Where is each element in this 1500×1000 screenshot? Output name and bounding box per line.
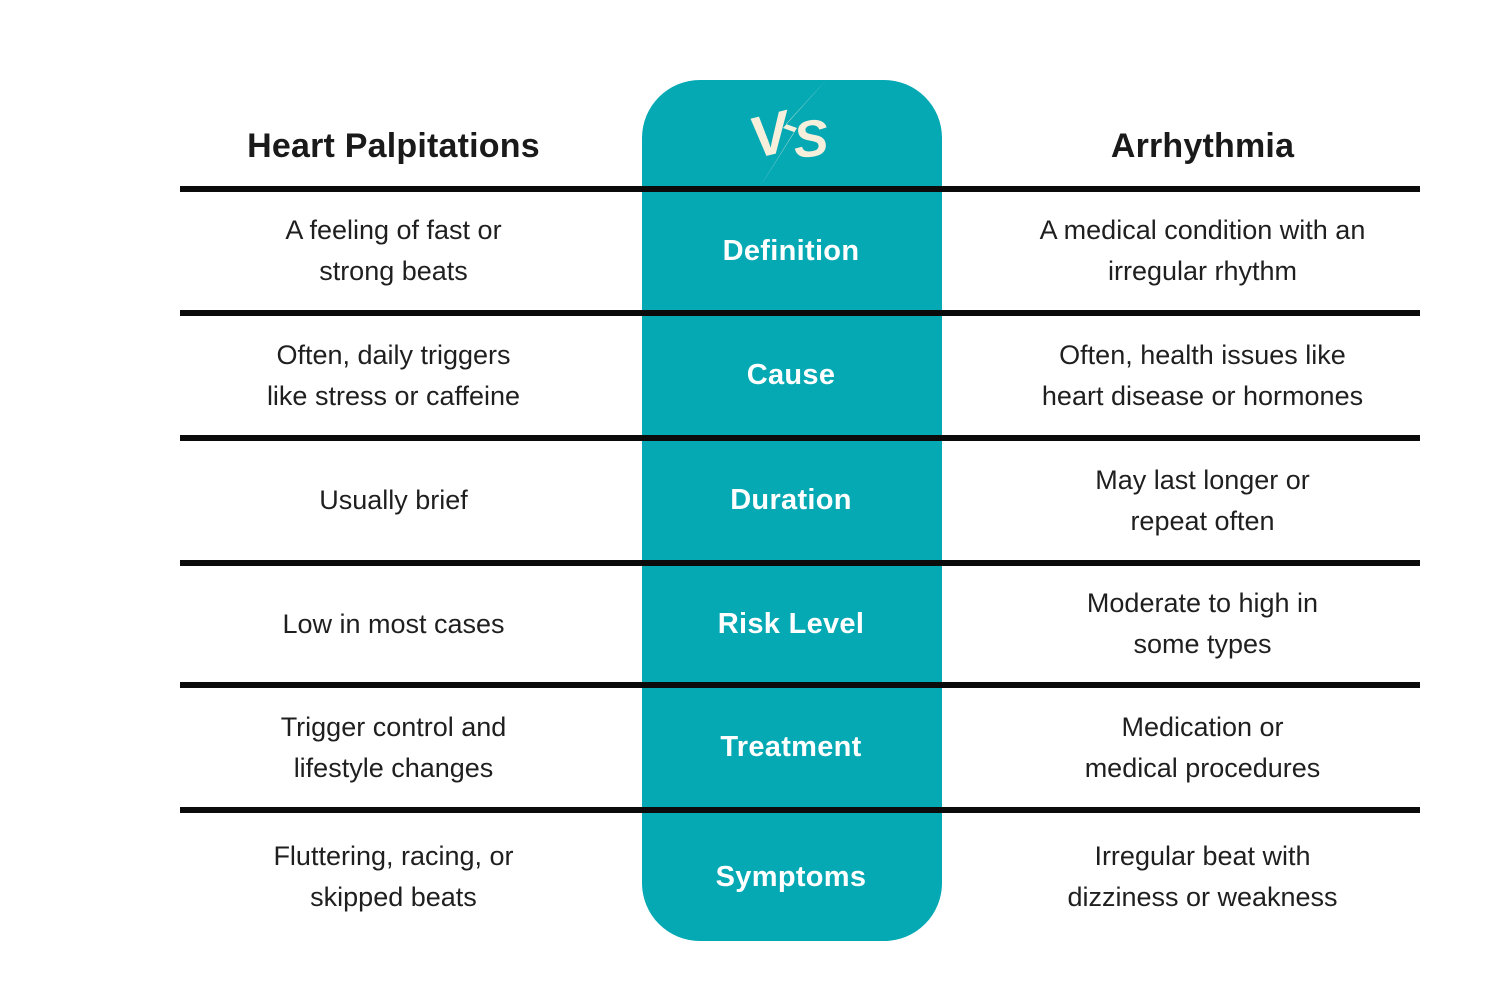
comparison-cell-right: Irregular beat with dizziness or weaknes…	[1067, 841, 1338, 912]
table-row-risk-level: Low in most cases Risk Level Moderate to…	[180, 560, 1420, 682]
left-column-header: Heart Palpitations	[247, 127, 540, 165]
comparison-cell-left: A feeling of fast or strong beats	[285, 215, 502, 286]
category-label: Cause	[746, 359, 836, 391]
comparison-table: Heart Palpitations Arrhythmia A feeling …	[180, 0, 1420, 941]
vs-letters: V S	[743, 98, 831, 171]
comparison-cell-left: Often, daily triggers like stress or caf…	[266, 339, 521, 411]
vs-letter-s: S	[791, 109, 831, 170]
comparison-cell-right: Medication or medical procedures	[1084, 711, 1321, 783]
table-row-symptoms: Fluttering, racing, or skipped beats Sym…	[180, 807, 1420, 941]
category-label: Definition	[722, 234, 860, 267]
category-label: Risk Level	[717, 607, 865, 640]
right-column-header: Arrhythmia	[1110, 127, 1295, 165]
category-label: Duration	[730, 484, 852, 516]
comparison-cell-left: Fluttering, racing, or skipped beats	[273, 841, 514, 912]
comparison-cell-right: A medical condition with an irregular rh…	[1039, 215, 1366, 286]
vs-letter-v: V	[743, 98, 800, 171]
comparison-cell-right: Often, health issues like heart disease …	[1041, 339, 1364, 411]
category-label: Treatment	[720, 731, 862, 763]
center-column-pill	[642, 80, 942, 941]
comparison-cell-left: Usually brief	[319, 485, 468, 515]
vs-badge: V S	[743, 78, 831, 190]
table-row-cause: Often, daily triggers like stress or caf…	[180, 310, 1420, 435]
lightning-bolt-icon	[758, 78, 828, 190]
category-label: Symptoms	[715, 860, 867, 893]
comparison-cell-left: Trigger control and lifestyle changes	[280, 711, 507, 783]
table-row-treatment: Trigger control and lifestyle changes Tr…	[180, 682, 1420, 807]
comparison-cell-right: May last longer or repeat often	[1095, 464, 1310, 536]
table-row-duration: Usually brief Duration May last longer o…	[180, 435, 1420, 560]
table-row-definition: A feeling of fast or strong beats Defini…	[180, 186, 1420, 310]
header-row: Heart Palpitations Arrhythmia	[180, 0, 1420, 186]
comparison-cell-left: Low in most cases	[282, 608, 505, 639]
comparison-cell-right: Moderate to high in some types	[1086, 588, 1319, 659]
